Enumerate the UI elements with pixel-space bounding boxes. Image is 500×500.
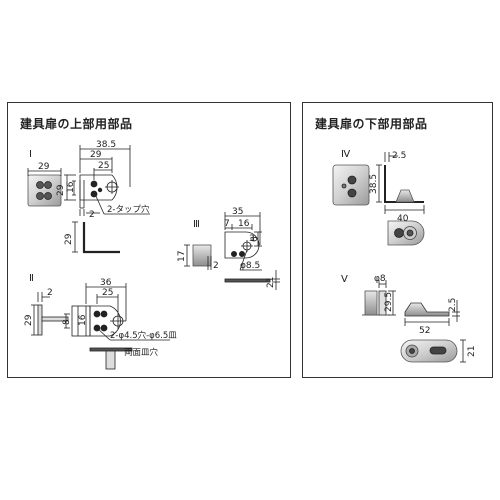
upper-parts-panel: 建具扉の上部用部品 [7,102,291,378]
part-1-tap-note: 2-タップ穴 [107,204,150,215]
part-2-drawing [31,283,170,370]
part-2-countersunk-holes [93,310,108,332]
part-5-label: Ⅴ [341,274,348,285]
part-1-label: Ⅰ [29,149,32,160]
part-3-dim-17: 17 [177,251,187,262]
part-2-outline [89,305,121,337]
part-3-outline [224,231,260,259]
part-5-dim-29-5: 29.5 [384,292,394,312]
part-2-dim-29: 29 [24,314,34,326]
part-1-tap-holes [90,180,103,198]
part-2-dim-16: 16 [78,314,88,326]
part-3-dim-2: 2 [213,261,219,271]
part-5-dim-21: 21 [467,346,477,357]
part-4-dim-2-5: 2.5 [392,151,406,161]
part-3-drawing [184,212,280,290]
part-3-label: Ⅲ [193,219,200,230]
part-5-dim-52: 52 [419,326,430,336]
part-4-photo [332,164,370,206]
part-3-dim-21: 21 [266,277,276,288]
part-5-photo [364,290,378,316]
part-1-dim-2: 2 [89,210,95,220]
part-4-drawing [332,152,425,246]
part-2-dim-2: 2 [47,288,53,298]
lower-parts-panel: 建具扉の下部用部品 [302,102,493,378]
part-4-label: Ⅳ [341,149,351,160]
part-1-drawing [27,145,150,254]
part-4-dim-40: 40 [397,214,409,224]
upper-panel-title: 建具扉の上部用部品 [20,117,133,131]
part-3-photo [192,244,212,267]
part-3-dim-35: 35 [232,207,243,217]
part-2-countersink-note: 両面皿穴 [124,347,159,358]
part-3-dim-7: 7 [224,219,230,229]
part-1-dim-38-5: 38.5 [96,140,116,150]
part-2-label: Ⅱ [29,273,34,284]
part-1-dim-29-side: 29 [56,184,66,196]
part-3-dim-phi: φ8.5 [240,261,260,271]
part-1-dim-25: 25 [98,161,109,171]
part-1-dim-16: 16 [66,181,76,193]
part-5-drawing [362,280,466,363]
lower-panel-title: 建具扉の下部用部品 [315,117,428,131]
part-5-dim-2-5: 2.5 [448,298,458,312]
part-3-dim-16: 16 [238,219,250,229]
part-3-dim-3: 3 [249,234,255,244]
part-1-dim-29-profile: 29 [64,233,74,245]
part-1-dim-29-photo: 29 [38,162,50,172]
part-2-dim-36: 36 [100,278,112,288]
part-4-dim-38-5: 38.5 [369,174,379,194]
part-1-photo [27,174,62,207]
part-5-dim-phi: φ8 [374,274,386,284]
part-2-dim-8: 8 [62,319,72,325]
part-3-dim-6: 6 [250,236,260,242]
part-1-dim-29-top: 29 [90,150,102,160]
part-2-dim-25: 25 [102,288,113,298]
part-2-hole-note: 2-φ4.5穴-φ6.5皿 [110,330,177,341]
part-1-outline [79,174,118,201]
